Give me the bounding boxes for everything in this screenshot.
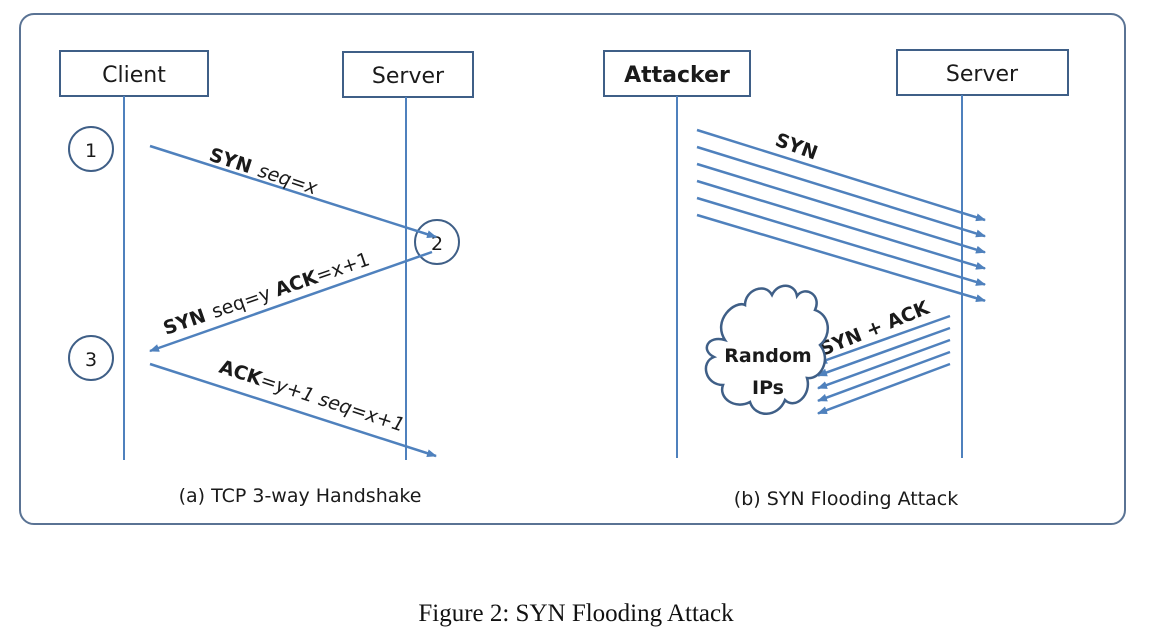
server-box-b (896, 49, 1069, 96)
cloud-label-line2: IPs (752, 377, 784, 399)
cloud-label-line1: Random (724, 345, 811, 367)
step-3-label: 3 (85, 349, 97, 371)
panel-syn-flood: Attacker Server SYN SYN + ACK Random IPs… (603, 49, 1069, 510)
panel-tcp-handshake: Client Server 1 2 3 SYNseq=x SYNseq=yACK… (59, 50, 474, 507)
syn-flood-arrow (696, 128, 986, 222)
synack-arrows (817, 314, 951, 415)
syn-flood-arrow (696, 162, 986, 254)
syn-arrow (149, 144, 437, 239)
syn-message-label: SYNseq=x (206, 144, 320, 200)
random-ips-cloud (704, 284, 829, 415)
synack-arrow (817, 314, 951, 365)
synack-arrow (817, 362, 951, 415)
ack-message-label: ACK=y+1 seq=x+1 (216, 356, 407, 437)
attacker-label: Attacker (624, 63, 730, 88)
panel-b-caption: (b) SYN Flooding Attack (734, 488, 958, 510)
ack-arrow (149, 362, 437, 458)
client-label: Client (102, 63, 166, 88)
syn-flood-arrows (696, 128, 986, 303)
figure-frame (19, 13, 1126, 525)
syn-flood-arrow (696, 196, 986, 286)
synack-arrow (817, 326, 951, 377)
syn-flood-arrow (696, 179, 986, 270)
step-2-label: 2 (431, 233, 443, 255)
server-box-a (342, 51, 474, 98)
server-label-b: Server (946, 62, 1019, 87)
step-1-circle (68, 126, 114, 172)
synack-arrow (817, 350, 951, 402)
syn-ack-message-label: SYNseq=yACK=x+1 (160, 248, 372, 339)
step-1-label: 1 (85, 140, 97, 162)
syn-flood-arrow (696, 213, 986, 303)
client-box (59, 50, 209, 97)
step-3-circle (68, 335, 114, 381)
synack-arrow (817, 338, 951, 390)
syn-ack-arrow (149, 250, 433, 353)
server-label-a: Server (372, 64, 445, 89)
panel-a-caption: (a) TCP 3-way Handshake (179, 485, 422, 507)
syn-flood-arrow (696, 145, 986, 238)
syn-flood-label: SYN (772, 129, 820, 164)
figure-caption: Figure 2: SYN Flooding Attack (418, 600, 734, 627)
